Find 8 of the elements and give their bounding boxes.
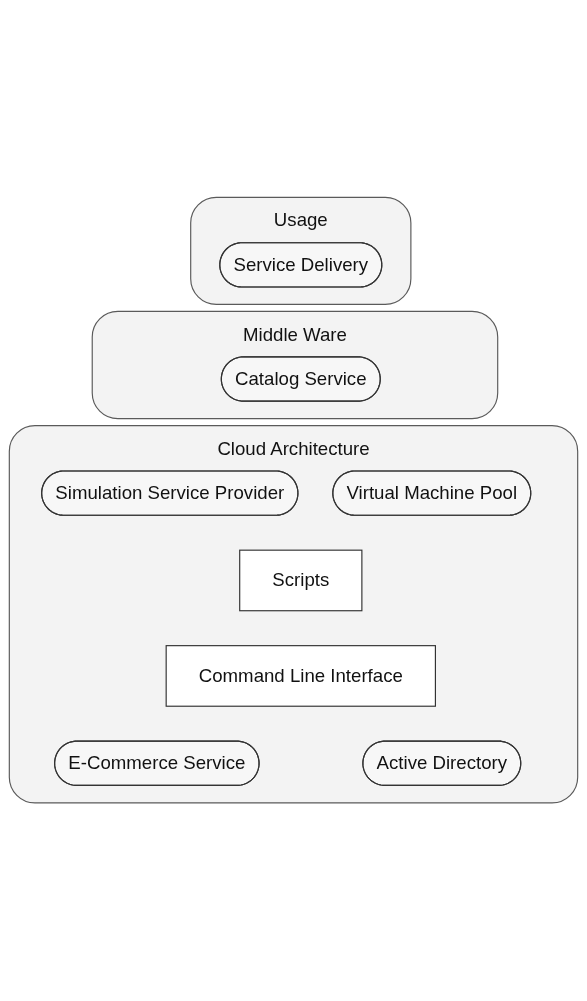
ellipse-node: E-Commerce Service [54,740,260,787]
process-box: Scripts [239,550,363,612]
ellipse-node: Active Directory [362,740,522,787]
ellipse-node: Simulation Service Provider [41,470,299,517]
ellipse-node: Service Delivery [219,242,383,288]
ellipse-node: Catalog Service [220,356,381,403]
process-box: Command Line Interface [165,645,436,708]
ellipse-node: Virtual Machine Pool [332,470,532,517]
